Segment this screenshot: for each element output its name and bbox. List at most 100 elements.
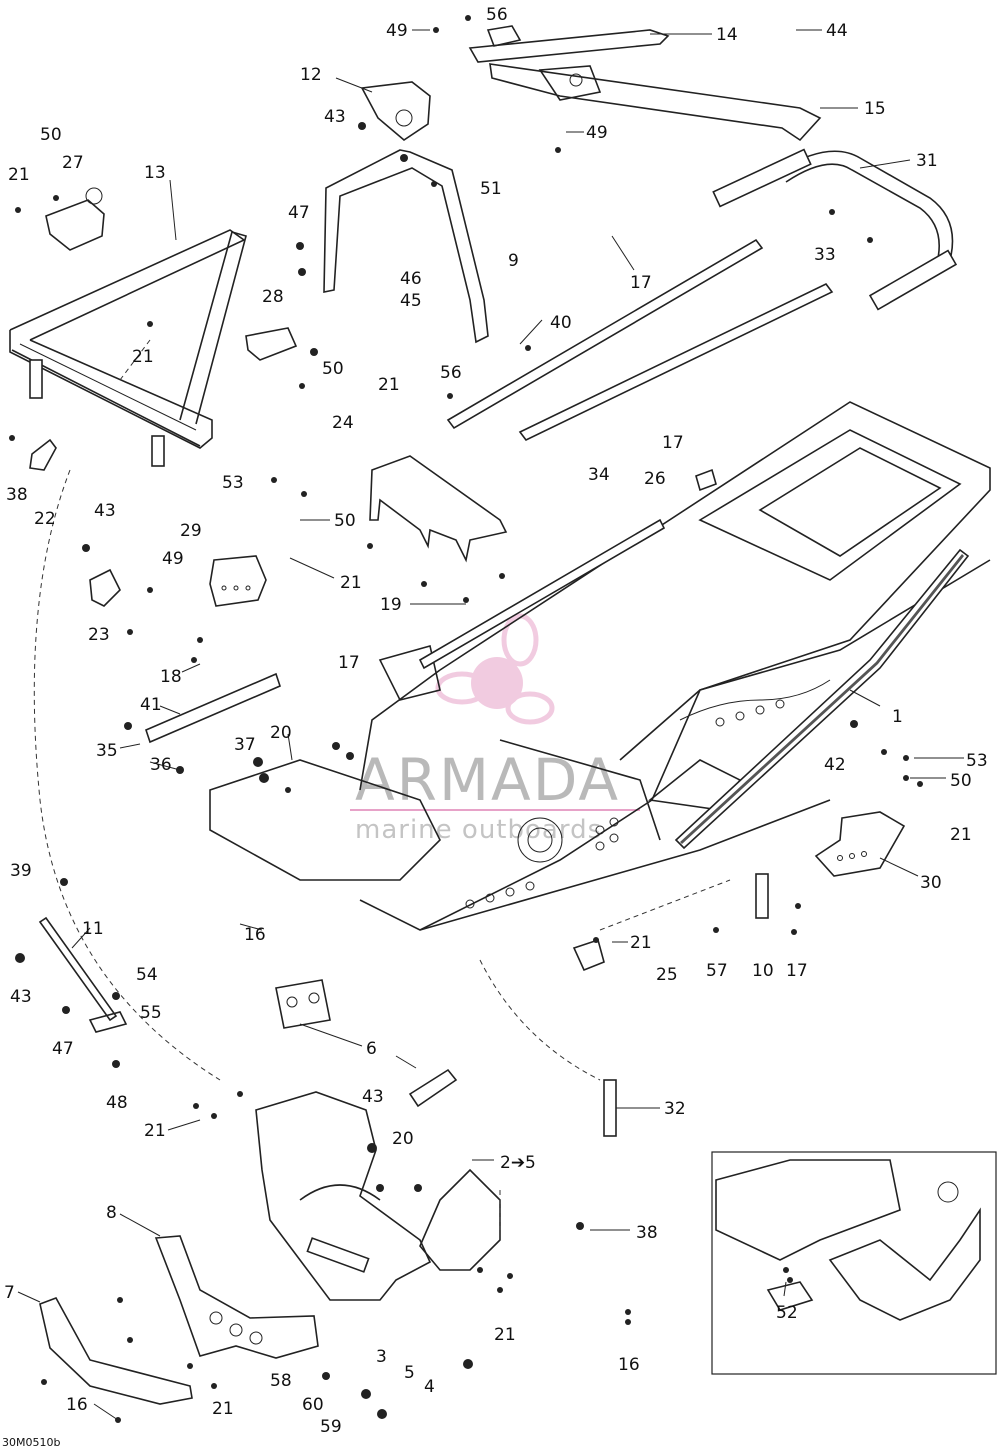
callout-38-a: 38 [6, 485, 28, 505]
callout-5: 5 [404, 1363, 415, 1383]
rod-part-11 [38, 916, 128, 1033]
plate-part-10 [755, 873, 769, 919]
callout-17-d: 17 [786, 961, 808, 981]
callout-58: 58 [270, 1371, 292, 1391]
callout-30: 30 [920, 873, 942, 893]
footrest-part-30 [814, 811, 906, 877]
upper-rail-part-14 [468, 25, 670, 63]
callout-59: 59 [320, 1417, 342, 1437]
callout-21-e: 21 [950, 825, 972, 845]
callout-43-d: 43 [362, 1087, 384, 1107]
callout-44: 44 [826, 21, 848, 41]
link-part-32 [603, 1079, 617, 1137]
callout-34: 34 [588, 465, 610, 485]
callout-14: 14 [716, 25, 738, 45]
callout-56-a: 56 [486, 5, 508, 25]
steering-column-part-9 [323, 149, 489, 344]
callout-51: 51 [480, 179, 502, 199]
callout-49-b: 49 [586, 123, 608, 143]
callout-43-b: 43 [94, 501, 116, 521]
callout-43-c: 43 [10, 987, 32, 1007]
callout-28: 28 [262, 287, 284, 307]
callout-19: 19 [380, 595, 402, 615]
bracket-part-24 [369, 455, 508, 563]
callout-12: 12 [300, 65, 322, 85]
callout-43-a: 43 [324, 107, 346, 127]
callout-8: 8 [106, 1203, 117, 1223]
callout-17-c: 17 [338, 653, 360, 673]
callout-17-a: 17 [630, 273, 652, 293]
clip-part-26 [695, 468, 717, 492]
callout-17-b: 17 [662, 433, 684, 453]
callout-16-b: 16 [618, 1355, 640, 1375]
callout-10: 10 [752, 961, 774, 981]
callout-54: 54 [136, 965, 158, 985]
bar-part-41 [145, 672, 281, 744]
callout-49-a: 49 [386, 21, 408, 41]
callout-4: 4 [424, 1377, 435, 1397]
callout-42: 42 [824, 755, 846, 775]
callout-38-b: 38 [636, 1223, 658, 1243]
callout-55: 55 [140, 1003, 162, 1023]
callout-45: 45 [400, 291, 422, 311]
bracket-part-27 [45, 187, 105, 251]
callout-21-h: 21 [494, 1325, 516, 1345]
callout-26: 26 [644, 469, 666, 489]
callout-2-5: 2➔5 [500, 1153, 536, 1173]
callout-56-b: 56 [440, 363, 462, 383]
callout-6: 6 [366, 1039, 377, 1059]
callout-7: 7 [4, 1283, 15, 1303]
grab-handle-part-31 [712, 148, 958, 311]
skid-plate-part-7 [39, 1297, 193, 1405]
callout-47-b: 47 [52, 1039, 74, 1059]
callout-52: 52 [776, 1303, 798, 1323]
callout-35: 35 [96, 741, 118, 761]
callout-31: 31 [916, 151, 938, 171]
runner-rails-part-34 [446, 238, 834, 442]
callout-labels: 1 2➔5 3 4 5 6 7 8 9 10 11 12 13 14 15 16… [4, 5, 988, 1437]
callout-21-f: 21 [630, 933, 652, 953]
bracket-part-23 [89, 568, 121, 607]
callout-21-b: 21 [132, 347, 154, 367]
footrest-part-29 [209, 555, 267, 607]
routing-lines [33, 339, 731, 1230]
callout-22: 22 [34, 509, 56, 529]
callout-20-b: 20 [392, 1129, 414, 1149]
callout-21-g: 21 [144, 1121, 166, 1141]
callout-13: 13 [144, 163, 166, 183]
callout-16-a: 16 [244, 925, 266, 945]
bracket-part-28 [245, 327, 298, 361]
callout-21-d: 21 [340, 573, 362, 593]
callout-53-a: 53 [222, 473, 244, 493]
lower-frame-assembly-part-2 [255, 1091, 501, 1301]
callout-23: 23 [88, 625, 110, 645]
front-frame-part-13 [9, 229, 247, 467]
callout-9: 9 [508, 251, 519, 271]
callout-49-c: 49 [162, 549, 184, 569]
bracket-part-22 [29, 438, 57, 471]
callout-3: 3 [376, 1347, 387, 1367]
callout-27: 27 [62, 153, 84, 173]
callout-32: 32 [664, 1099, 686, 1119]
steering-support-part-15 [489, 63, 822, 142]
watermark-tagline: marine outboards [355, 815, 602, 845]
clip-part-25 [572, 938, 605, 972]
callout-39: 39 [10, 861, 32, 881]
callout-37: 37 [234, 735, 256, 755]
main-chassis-part-1 [209, 401, 991, 931]
callout-57: 57 [706, 961, 728, 981]
callout-50-d: 50 [950, 771, 972, 791]
callout-16-c: 16 [66, 1395, 88, 1415]
watermark-logo [435, 613, 555, 725]
callout-15: 15 [864, 99, 886, 119]
callout-18: 18 [160, 667, 182, 687]
inset-detail-panel [711, 1151, 997, 1375]
bracket-part-12 [360, 81, 431, 141]
watermark-brand: ARMADA [355, 746, 620, 814]
callout-46: 46 [400, 269, 422, 289]
callout-40: 40 [550, 313, 572, 333]
drawing-code: 30M0510b [2, 1436, 60, 1449]
callout-53-b: 53 [966, 751, 988, 771]
callout-33: 33 [814, 245, 836, 265]
